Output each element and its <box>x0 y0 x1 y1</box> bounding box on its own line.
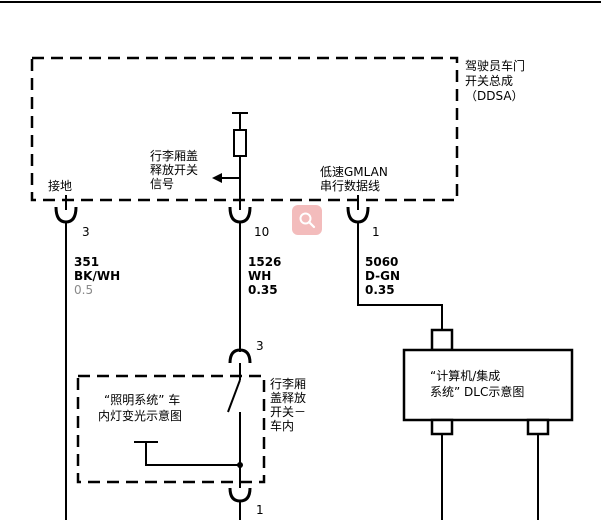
gmlan-label: 低速GMLAN 串行数据线 <box>320 165 388 193</box>
ddsa-title-line-3: （DDSA） <box>465 89 524 103</box>
wire-5060-circuit: 5060 <box>365 255 398 269</box>
pullup-resistor <box>233 129 247 157</box>
ddsa-title: 驾驶员车门 开关总成 （DDSA） <box>465 58 525 103</box>
lighting-link-wire <box>145 442 240 466</box>
lighting-box-line-1: “照明系统” 车 <box>104 392 180 407</box>
search-icon <box>299 212 316 229</box>
trunk-release-signal-label: 行李厢盖 释放开关 信号 <box>150 148 198 191</box>
ddsa-title-line-1: 驾驶员车门 <box>465 58 525 73</box>
switch-contact-arm <box>227 379 241 413</box>
search-button[interactable] <box>292 205 322 235</box>
dlc-box-line-1: “计算机/集成 <box>430 368 500 383</box>
trunk-signal-line-3: 信号 <box>150 177 174 191</box>
gmlan-line-2: 串行数据线 <box>320 178 380 193</box>
trunk-signal-line-1: 行李厢盖 <box>150 148 198 163</box>
trunk-switch-line-2: 盖释放 <box>270 390 306 405</box>
wire-1526-color: WH <box>248 269 271 283</box>
dlc-connector-bottom-left <box>430 418 454 436</box>
switch-connector-bottom <box>228 487 252 503</box>
wire-5060-gauge: 0.35 <box>365 283 395 297</box>
signal-arrow-icon <box>212 173 222 183</box>
ddsa-module-box <box>30 56 459 202</box>
ground-label: 接地 <box>48 178 72 193</box>
trunk-switch-line-4: 车内 <box>270 418 294 433</box>
ddsa-title-line-2: 开关总成 <box>465 74 513 88</box>
dlc-schematic-box <box>402 348 574 422</box>
dlc-box-line-2: 系统” DLC示意图 <box>430 384 524 399</box>
lower-pin-label-1: 1 <box>256 503 264 517</box>
wire-351-color: BK/WH <box>74 269 120 283</box>
lighting-box-line-2: 内灯变光示意图 <box>98 408 182 423</box>
pin-label-1: 1 <box>372 225 380 239</box>
gmlan-line-1: 低速GMLAN <box>320 165 388 179</box>
pin-label-10: 10 <box>254 225 269 239</box>
wire-5060 <box>357 222 443 330</box>
wire-5060-color: D-GN <box>365 269 400 283</box>
wire-351-label: 351 BK/WH 0.5 <box>74 255 120 297</box>
dlc-connector-bottom-right <box>526 418 550 436</box>
lower-pin-label-3: 3 <box>256 339 264 353</box>
dlc-connector-top <box>430 328 454 352</box>
wire-5060-label: 5060 D-GN 0.35 <box>365 255 400 297</box>
wire-1526-label: 1526 WH 0.35 <box>248 255 281 297</box>
lighting-schematic-box <box>76 374 266 484</box>
pin-label-3: 3 <box>82 225 90 239</box>
trunk-signal-line-2: 释放开关 <box>150 162 198 177</box>
trunk-switch-label: 行李厢 盖释放 开关－ 车内 <box>270 376 306 433</box>
trunk-switch-line-3: 开关－ <box>270 405 306 419</box>
wire-1526-circuit: 1526 <box>248 255 281 269</box>
switch-connector-top <box>228 348 252 364</box>
wire-351-circuit: 351 <box>74 255 99 269</box>
trunk-switch-line-1: 行李厢 <box>270 376 306 391</box>
wire-351-gauge: 0.5 <box>74 283 93 297</box>
wire-1526-gauge: 0.35 <box>248 283 278 297</box>
